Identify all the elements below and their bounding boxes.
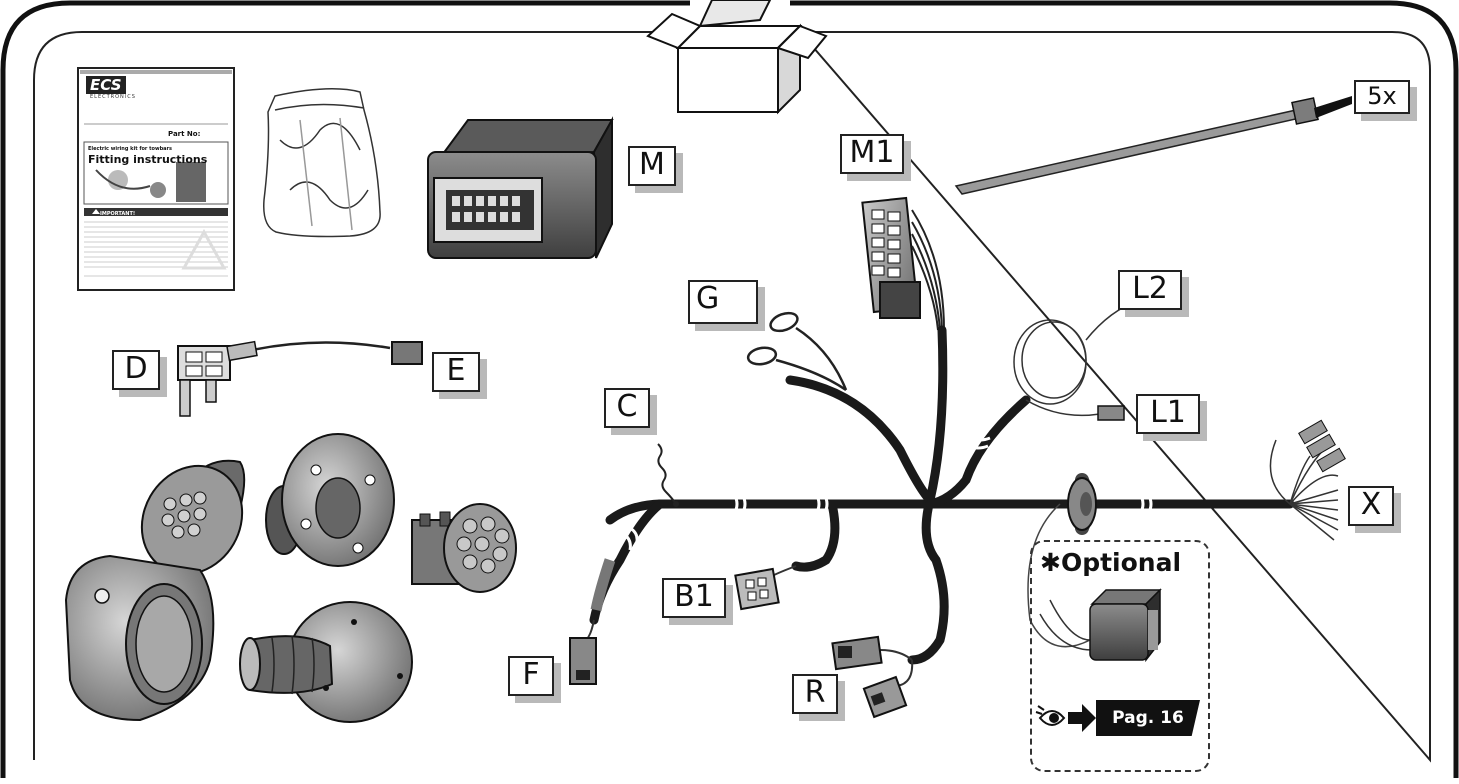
label-f: F: [508, 656, 554, 696]
label-m: M: [628, 146, 676, 186]
trailer-socket-icon: [64, 459, 246, 722]
module-m-icon: [427, 116, 614, 259]
page-reference-badge: Pag. 16: [1096, 700, 1200, 736]
cable-tie-icon: [954, 96, 1352, 195]
connector-m1-icon: [861, 196, 945, 331]
label-c: C: [604, 388, 650, 428]
plug-d-connector-e: [177, 340, 423, 417]
optional-module-icon: [1039, 588, 1162, 663]
label-e: E: [432, 352, 480, 392]
wire-l1: [1025, 399, 1125, 421]
socket-gasket-icon: [265, 433, 395, 567]
manual-logo-sub: ELECTRONICS: [90, 94, 136, 100]
fitting-instructions-manual-icon: [77, 67, 235, 291]
manual-important: IMPORTANT!: [100, 211, 136, 217]
arrow-right-icon: [1068, 704, 1096, 732]
sleeve: [590, 558, 616, 612]
grommet-icon: [1067, 477, 1097, 531]
label-b1: B1: [662, 578, 726, 618]
label-5x: 5x: [1354, 80, 1410, 114]
spade-terminals: [1298, 419, 1346, 473]
label-l2: L2: [1118, 270, 1182, 310]
connectors-r-icon: [831, 635, 914, 719]
twisted-wire-c: [657, 443, 677, 505]
ground-ring-terminals: [746, 311, 848, 392]
connector-f-icon: [569, 619, 597, 685]
connector-b1-icon: [734, 565, 797, 611]
optional-title: ✱Optional: [1040, 548, 1182, 577]
label-x: X: [1348, 486, 1394, 526]
wire-bundle-x: [1269, 439, 1339, 541]
label-l1: L1: [1136, 394, 1200, 434]
optional-box: [1030, 540, 1210, 772]
manual-logo: ECS: [86, 76, 126, 94]
rubber-boot-icon: [239, 601, 413, 723]
manual-title: Fitting instructions: [88, 153, 208, 166]
eye-icon: [1035, 705, 1066, 726]
harness-break-marks: [623, 436, 1153, 551]
label-d: D: [112, 350, 160, 390]
manual-title-small: Electric wiring kit for towbars: [88, 146, 172, 152]
plastic-bag-icon: [263, 88, 381, 238]
manual-part-label: Part No:: [168, 130, 201, 138]
open-box-icon: [646, 0, 828, 115]
label-r: R: [792, 674, 838, 714]
trailer-plug-icon: [411, 503, 517, 593]
label-m1: M1: [840, 134, 904, 174]
label-g: G: [688, 280, 758, 324]
